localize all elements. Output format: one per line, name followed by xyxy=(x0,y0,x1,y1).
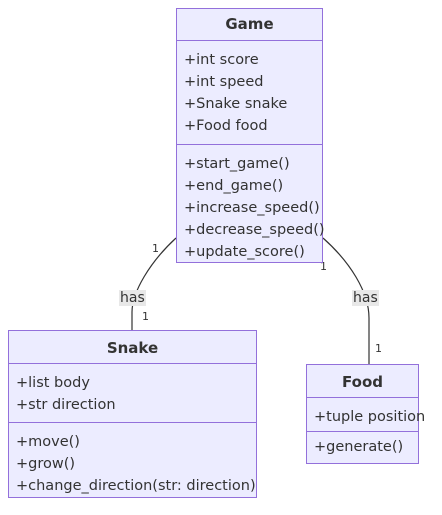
class-food-methods: +generate() xyxy=(307,431,418,463)
class-member: +increase_speed() xyxy=(184,200,320,216)
class-member: +grow() xyxy=(16,456,76,472)
class-snake-methods: +move() +grow() +change_direction(str: d… xyxy=(9,422,256,497)
class-food-attributes: +tuple position xyxy=(307,397,426,431)
class-member: +Food food xyxy=(184,118,268,134)
class-member: +move() xyxy=(16,434,80,450)
game-snake-relation-line xyxy=(131,237,177,330)
game-food-source-multiplicity: 1 xyxy=(320,260,327,273)
class-game-attributes: +int score +int speed +Snake snake +Food… xyxy=(177,40,322,144)
class-member: +list body xyxy=(16,375,90,391)
game-food-target-multiplicity: 1 xyxy=(375,342,382,355)
class-game-name: Game xyxy=(225,15,274,33)
game-snake-relation-label: has xyxy=(119,290,146,306)
game-snake-source-multiplicity: 1 xyxy=(152,242,159,255)
class-snake-attributes: +list body +str direction xyxy=(9,363,256,422)
class-member: +start_game() xyxy=(184,156,290,172)
class-snake-name: Snake xyxy=(106,339,159,357)
game-food-relation-label: has xyxy=(352,290,379,306)
class-member: +generate() xyxy=(314,439,404,455)
class-game[interactable]: Game +int score +int speed +Snake snake … xyxy=(176,8,325,263)
class-game-methods: +start_game() +end_game() +increase_spee… xyxy=(177,144,325,262)
class-member: +decrease_speed() xyxy=(184,222,325,238)
class-food-name: Food xyxy=(342,373,383,391)
class-member: +update_score() xyxy=(184,244,305,260)
class-member: +tuple position xyxy=(314,409,426,425)
game-snake-target-multiplicity: 1 xyxy=(142,310,149,323)
class-member: +int speed xyxy=(184,74,264,90)
class-member: +int score xyxy=(184,52,259,68)
class-food[interactable]: Food +tuple position +generate() xyxy=(306,364,426,464)
class-snake[interactable]: Snake +list body +str direction +move() … xyxy=(8,330,257,498)
class-member: +end_game() xyxy=(184,178,284,194)
game-food-relation-line xyxy=(322,237,370,364)
class-member: +change_direction(str: direction) xyxy=(16,478,256,494)
class-member: +str direction xyxy=(16,397,116,413)
class-member: +Snake snake xyxy=(184,96,288,112)
